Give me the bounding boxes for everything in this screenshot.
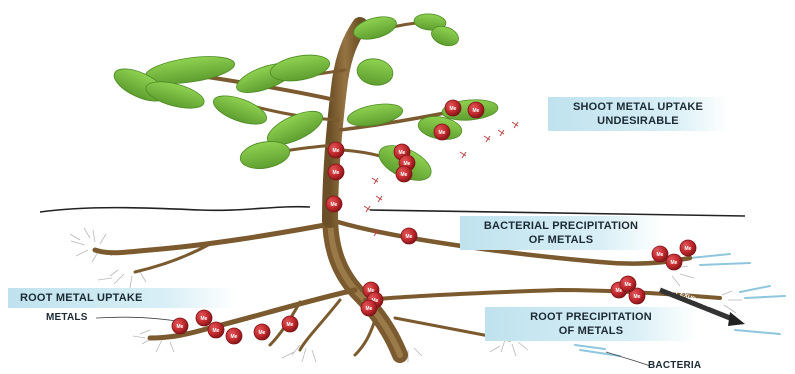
shoot-metal-uptake-label: SHOOT METAL UPTAKE UNDESIRABLE [548, 97, 728, 131]
metal-particle-symbol: Me [331, 202, 338, 208]
metal-particle-symbol: Me [177, 324, 184, 330]
metal-particle-symbol: Me [671, 260, 678, 266]
bacteria-label: BACTERIA [648, 360, 701, 371]
shoot-metal-uptake-line2: UNDESIRABLE [554, 114, 722, 128]
metal-particle: Me [680, 240, 696, 256]
metal-particle-symbol: Me [213, 328, 220, 334]
bacterial-precipitation-line2: OF METALS [466, 233, 656, 247]
metal-particle: Me [401, 228, 417, 244]
metal-particle: Me [328, 164, 344, 180]
metal-particle: Me [208, 322, 224, 338]
metal-particle-symbol: Me [685, 246, 692, 252]
metal-particle: Me [445, 100, 461, 116]
root-precipitation-line1: ROOT PRECIPITATION [491, 310, 691, 324]
metals-pointer-line [96, 317, 182, 322]
metal-particle-symbol: Me [333, 148, 340, 154]
shoot-metal-uptake-line1: SHOOT METAL UPTAKE [554, 100, 722, 114]
metal-particle-symbol: Me [366, 306, 373, 312]
metal-particle-symbol: Me [287, 322, 294, 328]
metal-particle-symbol: Me [333, 170, 340, 176]
metal-particle-symbol: Me [201, 316, 208, 322]
metal-particle: Me [620, 276, 636, 292]
bacterial-precipitation-label: BACTERIAL PRECIPITATION OF METALS [460, 216, 662, 250]
metal-particle: Me [361, 300, 377, 316]
metal-particle-symbol: Me [406, 234, 413, 240]
metal-particle-symbol: Me [625, 282, 632, 288]
metal-particle: Me [172, 318, 188, 334]
metal-particle: Me [396, 166, 412, 182]
metal-particle: Me [326, 196, 342, 212]
metals-label: METALS [46, 312, 88, 323]
root-precipitation-line2: OF METALS [491, 324, 691, 338]
metal-particle-symbol: Me [473, 108, 480, 114]
leaves [110, 13, 499, 188]
root-metal-uptake-text: ROOT METAL UPTAKE [20, 291, 230, 305]
bacteria-pointer-line [606, 352, 650, 366]
metal-particle: Me [282, 316, 298, 332]
metal-particle: Me [434, 124, 450, 140]
metal-particle-symbol: Me [231, 334, 238, 340]
metal-particle: Me [196, 310, 212, 326]
metal-particle: Me [468, 102, 484, 118]
metal-particle-symbol: Me [634, 294, 641, 300]
metal-particle: Me [328, 142, 344, 158]
bacterial-precipitation-line1: BACTERIAL PRECIPITATION [466, 219, 656, 233]
root-metal-uptake-label: ROOT METAL UPTAKE [8, 288, 236, 308]
metal-particle: Me [666, 254, 682, 270]
metal-particle-symbol: Me [401, 172, 408, 178]
root-precipitation-label: ROOT PRECIPITATION OF METALS [485, 307, 697, 341]
metal-particle-symbol: Me [259, 330, 266, 336]
metal-particle: Me [254, 324, 270, 340]
metal-particle-symbol: Me [657, 252, 664, 258]
metal-particle-symbol: Me [450, 106, 457, 112]
soil-surface-line [40, 207, 745, 216]
metal-particle: Me [226, 328, 242, 344]
metal-particle-symbol: Me [439, 130, 446, 136]
